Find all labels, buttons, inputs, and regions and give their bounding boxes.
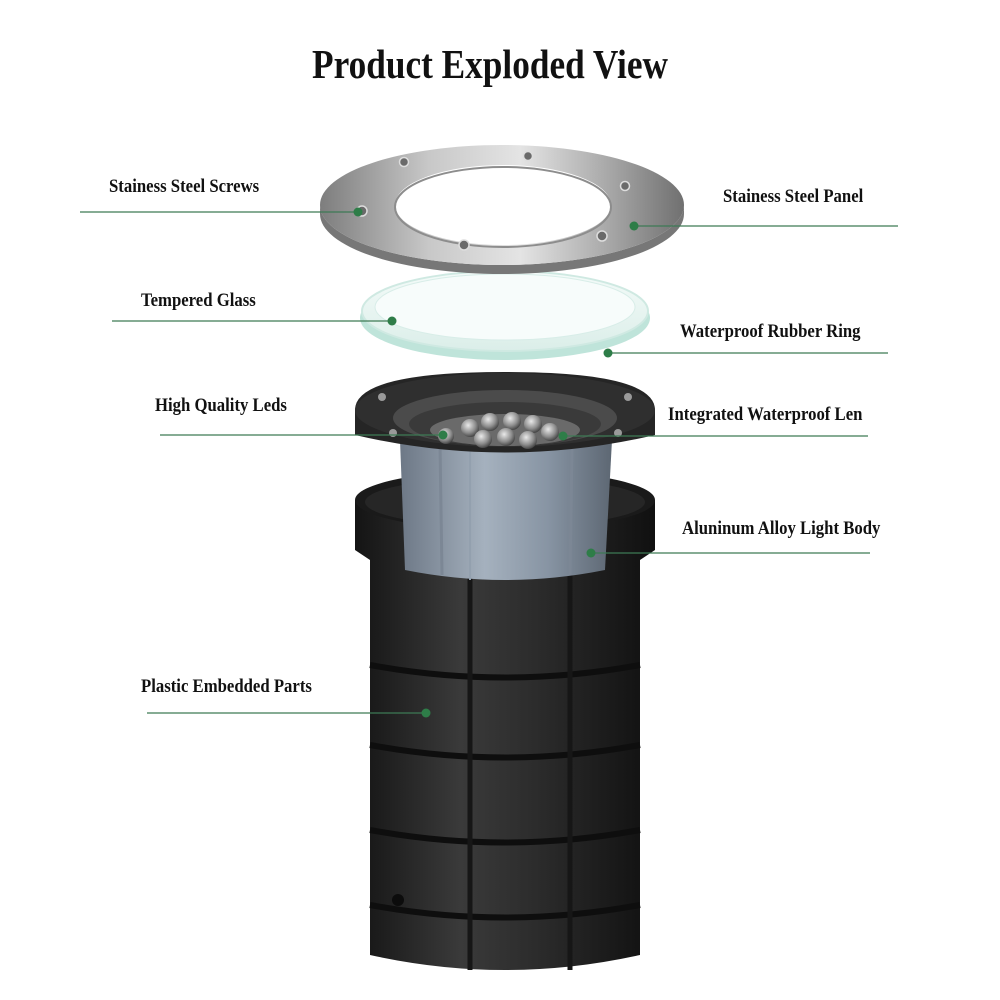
- callout-screws: Stainess Steel Screws: [109, 176, 260, 197]
- page-title: Product Exploded View: [312, 41, 668, 87]
- callout-panel: Stainess Steel Panel: [723, 186, 864, 207]
- callout-body: Aluninum Alloy Light Body: [682, 518, 881, 539]
- callout-embedded: Plastic Embedded Parts: [141, 676, 312, 697]
- callout-leaders: [80, 207, 898, 718]
- callout-ring: Waterproof Rubber Ring: [680, 321, 861, 342]
- stainless-steel-panel: [320, 145, 684, 274]
- aluminium-light-body: [400, 440, 612, 580]
- tempered-glass: [360, 270, 650, 360]
- led-cluster: [438, 412, 559, 449]
- panel-screws: [356, 150, 631, 251]
- callout-len: Integrated Waterproof Len: [668, 404, 863, 425]
- callout-leds: High Quality Leds: [155, 395, 287, 416]
- callout-glass: Tempered Glass: [141, 290, 256, 311]
